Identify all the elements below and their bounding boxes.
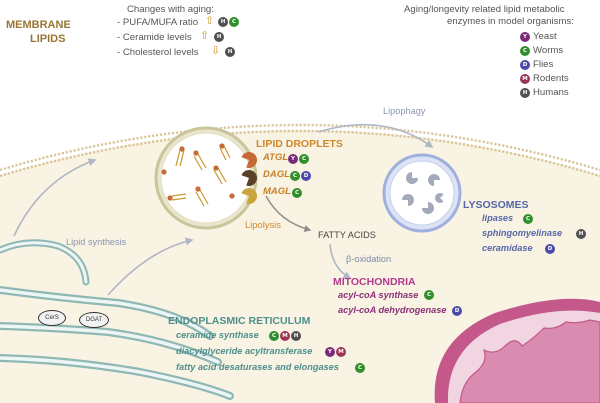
lipophagy-label: Lipophagy [383,106,426,116]
arrow-up-icon: ⇧ [200,30,210,42]
legend-rodents-label: Rodents [533,73,569,84]
enzyme-sphingomyelinase: sphingomyelinase [482,228,563,238]
er-graphic [0,239,234,400]
legend-header-line2: enzymes in model organisms: [447,16,574,27]
enzyme-fatty-acid-desaturases: fatty acid desaturases and elongases [176,362,339,372]
membrane-title-line2: LIPIDS [30,33,66,45]
enzyme-ceramide-synthase: ceramide synthase [176,330,259,340]
lipid-droplet-graphic [154,126,258,230]
enzyme-acyl-coa-synthase: acyl-coA synthase [338,290,419,300]
badge-humans-icon: H [576,229,586,239]
legend-humans-icon: H [520,88,530,98]
badge-rodents-icon: M [336,347,346,357]
lysosome-graphic [382,153,462,233]
badge-flies-icon: D [545,244,555,254]
legend-humans-label: Humans [533,87,569,98]
beta-oxidation-arrow [329,243,352,279]
plasma-membrane-inner [0,129,600,178]
badge-worms-icon: C [269,331,279,341]
legend-rodents-icon: M [520,74,530,84]
enzyme-lipases: lipases [482,213,514,223]
badge-worms-icon: C [229,17,239,27]
legend-worms-label: Worms [533,45,564,56]
er-title: ENDOPLASMIC RETICULUM [168,315,311,327]
lipophagy-arrow [317,123,434,148]
lipid-synthesis-label: Lipid synthesis [66,237,127,247]
membrane-item-ceramide: - Ceramide levels [117,32,192,43]
enzyme-acyl-coa-dehydrogenase: acyl-coA dehydrogenase [338,305,447,315]
badge-humans-icon: H [225,47,235,57]
membrane-item-cholesterol: - Cholesterol levels [117,47,199,58]
legend-header-line1: Aging/longevity related lipid metabolic [404,4,565,15]
badge-rodents-icon: M [280,331,290,341]
mitochondrion-graphic [434,298,600,403]
legend-yeast-label: Yeast [533,31,557,42]
cers-enzyme: CerS [38,310,66,326]
membrane-changes-header: Changes with aging: [127,4,214,15]
lipolysis-arrow [265,195,312,232]
membrane-item-pufa-mufa: - PUFA/MUFA ratio [117,17,199,28]
fatty-acids-label: FATTY ACIDS [318,230,376,240]
lipolysis-label: Lipolysis [245,219,281,230]
plasma-membrane-outer [0,123,600,172]
enzyme-dagl: DAGL [263,169,290,180]
legend-worms-icon: C [520,46,530,56]
legend-flies-label: Flies [533,59,554,70]
badge-humans-icon: H [291,331,301,341]
legend-yeast-icon: Y [520,32,530,42]
enzyme-atgl: ATGL [263,152,289,163]
enzyme-magl: MAGL [263,186,291,197]
legend-flies-icon: D [520,60,530,70]
badge-flies-icon: D [301,171,311,181]
badge-yeast-icon: Y [288,154,298,164]
beta-oxidation-label: β-oxidation [346,254,392,264]
badge-worms-icon: C [290,171,300,181]
badge-worms-icon: C [292,188,302,198]
membrane-title-line1: MEMBRANE [6,19,71,31]
lipid-droplets-title: LIPID DROPLETS [256,138,343,150]
badge-worms-icon: C [424,290,434,300]
mitochondria-title: MITOCHONDRIA [333,276,416,288]
arrow-down-icon: ⇩ [211,45,221,57]
badge-yeast-icon: Y [325,347,335,357]
badge-worms-icon: C [299,154,309,164]
badge-humans-icon: H [218,17,228,27]
badge-humans-icon: H [214,32,224,42]
enzyme-ceramidase: ceramidase [482,243,533,253]
badge-worms-icon: C [523,214,533,224]
badge-flies-icon: D [452,306,462,316]
badge-worms-icon: C [355,363,365,373]
dgat-enzyme: DGAT [79,312,109,328]
lysosomes-title: LYSOSOMES [463,199,529,211]
lipid-synthesis-arrow-up [13,158,97,237]
lipid-synthesis-arrow-right [107,237,194,296]
arrow-up-icon: ⇧ [205,15,215,27]
enzyme-diacylglyceride-acyltransferase: diacylglyceride acyltransferase [176,346,313,356]
